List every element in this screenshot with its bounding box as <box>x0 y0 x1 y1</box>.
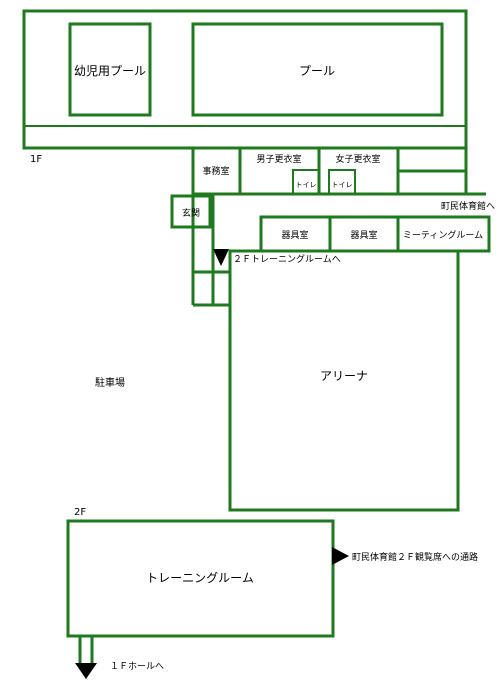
meeting-room-label: ミーティングルーム <box>403 229 483 241</box>
entrance-room[interactable] <box>170 194 212 229</box>
pool-building-outline <box>22 9 468 150</box>
equipment-room-1-label: 器具室 <box>281 229 308 241</box>
entrance-label: 玄関 <box>182 207 200 219</box>
pool-room[interactable] <box>191 22 444 117</box>
training-room-label: トレーニングルーム <box>146 571 254 585</box>
to-gym-gallery-label: 町民体育館２Ｆ観覧席への通路 <box>352 551 478 563</box>
floor-2-label: 2F <box>74 507 86 518</box>
womens-toilet-label: トイレ <box>332 181 353 189</box>
womens-toilet[interactable] <box>328 169 356 195</box>
arena-room[interactable] <box>228 249 460 512</box>
arrow-down-icon <box>75 663 97 679</box>
mens-toilet[interactable] <box>292 169 320 195</box>
pool-label: プール <box>299 64 335 78</box>
infant-pool-room[interactable] <box>68 22 152 117</box>
to-1f-hall-label: １Ｆホールへ <box>110 661 164 672</box>
to-2f-training-label: ２Ｆトレーニングルームへ <box>233 253 341 265</box>
training-room[interactable] <box>66 519 335 638</box>
equipment-room-2-label: 器具室 <box>350 229 377 241</box>
office-label: 事務室 <box>202 165 229 177</box>
mens-locker-label: 男子更衣室 <box>256 153 301 165</box>
mens-toilet-label: トイレ <box>296 181 317 189</box>
arrow-right-icon <box>332 547 349 565</box>
parking-label: 駐車場 <box>95 376 125 389</box>
floor-1-label: 1F <box>30 154 42 165</box>
east-corridor-upper <box>398 146 468 173</box>
arena-label: アリーナ <box>320 369 368 383</box>
arrow-down-icon <box>213 249 229 266</box>
infant-pool-label: 幼児用プール <box>74 64 146 78</box>
to-town-gym-label: 町民体育館へ <box>441 200 495 212</box>
womens-locker-label: 女子更衣室 <box>335 153 380 165</box>
